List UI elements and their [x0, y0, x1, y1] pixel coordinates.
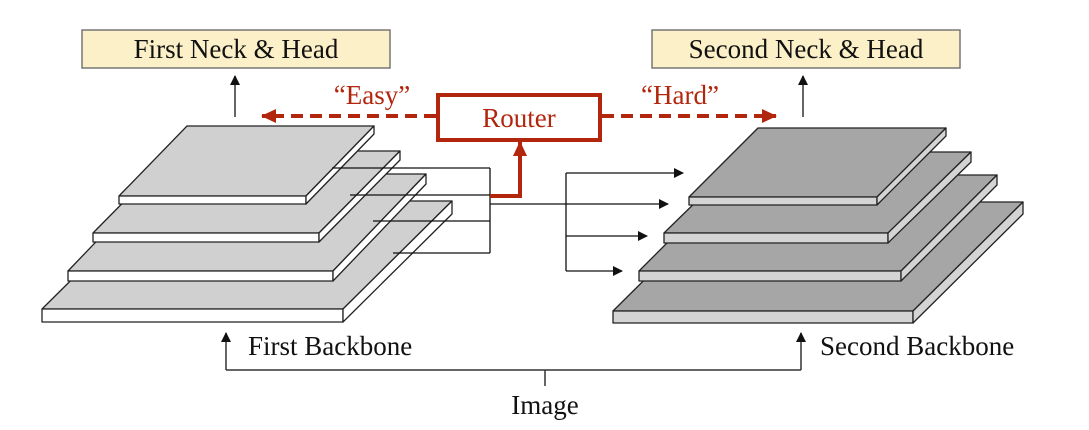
second-neck-head-label: Second Neck & Head: [689, 34, 924, 64]
first-neck-head-label: First Neck & Head: [134, 34, 339, 64]
second-backbone-level-1: [688, 127, 947, 206]
second-neck-head-box: Second Neck & Head: [651, 29, 961, 69]
first-backbone-label: First Backbone: [248, 331, 412, 361]
first-backbone-level-1: [118, 125, 375, 205]
router-label: Router: [482, 103, 556, 133]
second-backbone-feature-connectors: [565, 168, 684, 276]
easy-label: “Easy”: [334, 80, 410, 110]
second-backbone-label: Second Backbone: [820, 331, 1014, 361]
image-label: Image: [511, 390, 578, 420]
image-input-arrows: [221, 332, 806, 386]
first-backbone-feature-connectors: [332, 167, 566, 254]
second-backbone-stack: [612, 127, 1024, 324]
router-input-arrow: [490, 141, 527, 198]
hard-label: “Hard”: [641, 80, 719, 110]
first-neck-head-box: First Neck & Head: [81, 29, 391, 69]
router-box: Router: [436, 93, 602, 142]
first-backbone-stack: [41, 125, 453, 323]
